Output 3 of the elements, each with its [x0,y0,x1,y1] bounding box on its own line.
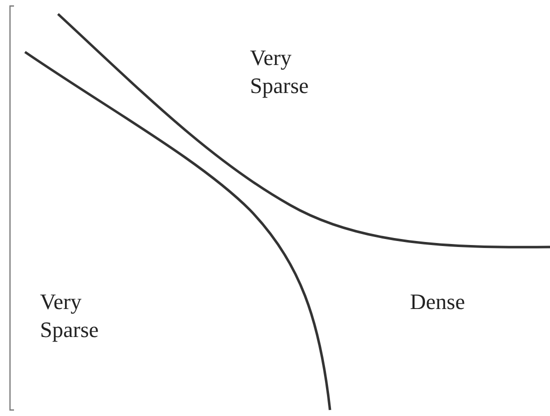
region-label: Very Sparse [250,44,310,100]
region-label: Very Sparse [40,288,100,344]
region-label: Dense [410,288,466,316]
